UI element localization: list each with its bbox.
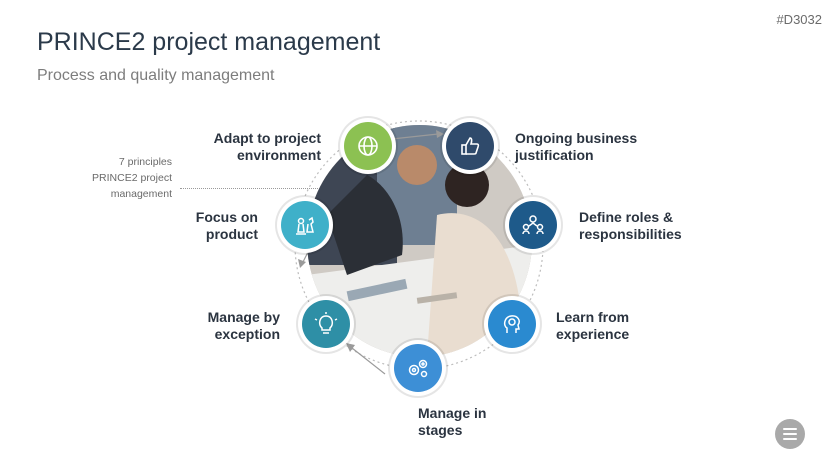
node-focus-on-product	[281, 201, 329, 249]
label-stages-line: Manage in stages	[418, 405, 487, 438]
label-focus-on-product: Focus on product	[180, 209, 258, 243]
thumbs-up-icon	[461, 137, 480, 155]
globe-icon	[358, 136, 378, 156]
label-adapt-to-environment: Adapt to project environment	[196, 130, 321, 164]
menu-bar-icon	[783, 428, 797, 430]
node-learn-from-experience	[488, 300, 536, 348]
menu-bar-icon	[783, 438, 797, 440]
node-manage-in-stages	[394, 344, 442, 392]
label-business-line: Ongoing business justification	[515, 130, 638, 163]
side-note-line-2: PRINCE2 project	[92, 172, 172, 184]
node-adapt-to-environment	[344, 122, 392, 170]
menu-bar-icon	[783, 433, 797, 435]
label-roles-responsibilities: Define roles & responsibilities	[579, 209, 739, 243]
side-note-connector	[180, 188, 320, 189]
document-id: #D3032	[776, 12, 822, 27]
side-note-line-3: management	[110, 188, 172, 200]
team-icon	[522, 215, 544, 235]
side-note-line-1: 7 principles	[118, 156, 172, 168]
node-business-justification	[446, 122, 494, 170]
brain-icon	[503, 315, 520, 333]
label-roles-line: Define roles & responsibilities	[579, 209, 682, 242]
node-roles-responsibilities	[509, 201, 557, 249]
menu-button[interactable]	[775, 419, 805, 449]
label-business-justification: Ongoing business justification	[515, 130, 675, 164]
page-title: PRINCE2 project management	[37, 28, 381, 56]
lightbulb-icon	[314, 312, 338, 334]
chess-icon	[296, 216, 314, 235]
label-learn-from-experience: Learn from experience	[556, 309, 676, 343]
label-adapt-line: Adapt to project environment	[213, 130, 321, 163]
page-subtitle: Process and quality management	[37, 67, 275, 84]
label-exception-line: Manage by exception	[207, 309, 280, 342]
label-manage-in-stages: Manage in stages	[418, 405, 518, 439]
label-focus-line: Focus on product	[195, 209, 258, 242]
gears-icon	[408, 359, 428, 378]
side-note: 7 principles PRINCE2 project management	[42, 154, 172, 202]
label-manage-by-exception: Manage by exception	[180, 309, 280, 343]
label-learn-line: Learn from experience	[556, 309, 630, 342]
node-manage-by-exception	[302, 300, 350, 348]
